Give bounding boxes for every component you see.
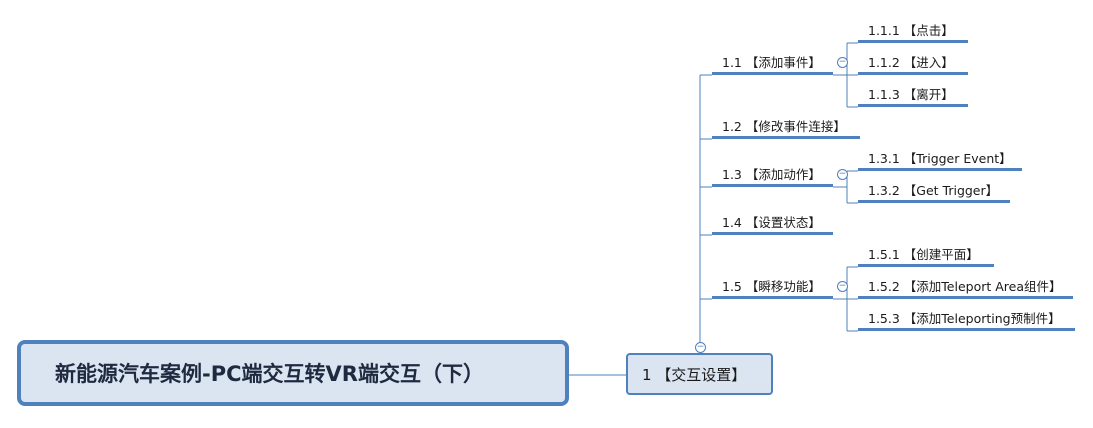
subtopic-label: 1.5 【瞬移功能】 bbox=[722, 279, 821, 294]
root-topic-label: 新能源汽车案例-PC端交互转VR端交互（下） bbox=[55, 362, 484, 386]
collapse-minus-icon[interactable]: − bbox=[837, 57, 848, 68]
subtopic-1-2[interactable]: 1.2 【修改事件连接】 bbox=[712, 115, 860, 139]
collapse-minus-icon[interactable]: − bbox=[695, 342, 706, 353]
leaf-1-1-1[interactable]: 1.1.1 【点击】 bbox=[858, 19, 968, 43]
leaf-1-5-1[interactable]: 1.5.1 【创建平面】 bbox=[858, 243, 994, 267]
leaf-label: 1.1.1 【点击】 bbox=[868, 23, 954, 38]
leaf-label: 1.5.1 【创建平面】 bbox=[868, 247, 979, 262]
collapse-minus-icon[interactable]: − bbox=[837, 281, 848, 292]
main-topic-label: 1 【交互设置】 bbox=[642, 365, 747, 384]
leaf-label: 1.5.3 【添加Teleporting预制件】 bbox=[868, 311, 1061, 326]
leaf-1-5-3[interactable]: 1.5.3 【添加Teleporting预制件】 bbox=[858, 307, 1075, 331]
leaf-label: 1.1.3 【离开】 bbox=[868, 87, 954, 102]
subtopic-1-4[interactable]: 1.4 【设置状态】 bbox=[712, 211, 833, 235]
leaf-label: 1.3.2 【Get Trigger】 bbox=[868, 183, 999, 198]
main-topic[interactable]: 1 【交互设置】 bbox=[626, 353, 773, 395]
leaf-1-3-1[interactable]: 1.3.1 【Trigger Event】 bbox=[858, 147, 1022, 171]
leaf-label: 1.3.1 【Trigger Event】 bbox=[868, 151, 1012, 166]
subtopic-label: 1.3 【添加动作】 bbox=[722, 167, 821, 182]
subtopic-label: 1.1 【添加事件】 bbox=[722, 55, 821, 70]
root-topic[interactable]: 新能源汽车案例-PC端交互转VR端交互（下） bbox=[17, 340, 569, 406]
leaf-label: 1.5.2 【添加Teleport Area组件】 bbox=[868, 279, 1062, 294]
subtopic-1-1[interactable]: 1.1 【添加事件】 bbox=[712, 51, 833, 75]
leaf-1-5-2[interactable]: 1.5.2 【添加Teleport Area组件】 bbox=[858, 275, 1073, 299]
subtopic-1-5[interactable]: 1.5 【瞬移功能】 bbox=[712, 275, 833, 299]
leaf-1-1-2[interactable]: 1.1.2 【进入】 bbox=[858, 51, 968, 75]
subtopic-1-3[interactable]: 1.3 【添加动作】 bbox=[712, 163, 833, 187]
leaf-1-1-3[interactable]: 1.1.3 【离开】 bbox=[858, 83, 968, 107]
leaf-1-3-2[interactable]: 1.3.2 【Get Trigger】 bbox=[858, 179, 1010, 203]
collapse-minus-icon[interactable]: − bbox=[837, 169, 848, 180]
leaf-label: 1.1.2 【进入】 bbox=[868, 55, 954, 70]
subtopic-label: 1.4 【设置状态】 bbox=[722, 215, 821, 230]
subtopic-label: 1.2 【修改事件连接】 bbox=[722, 119, 846, 134]
